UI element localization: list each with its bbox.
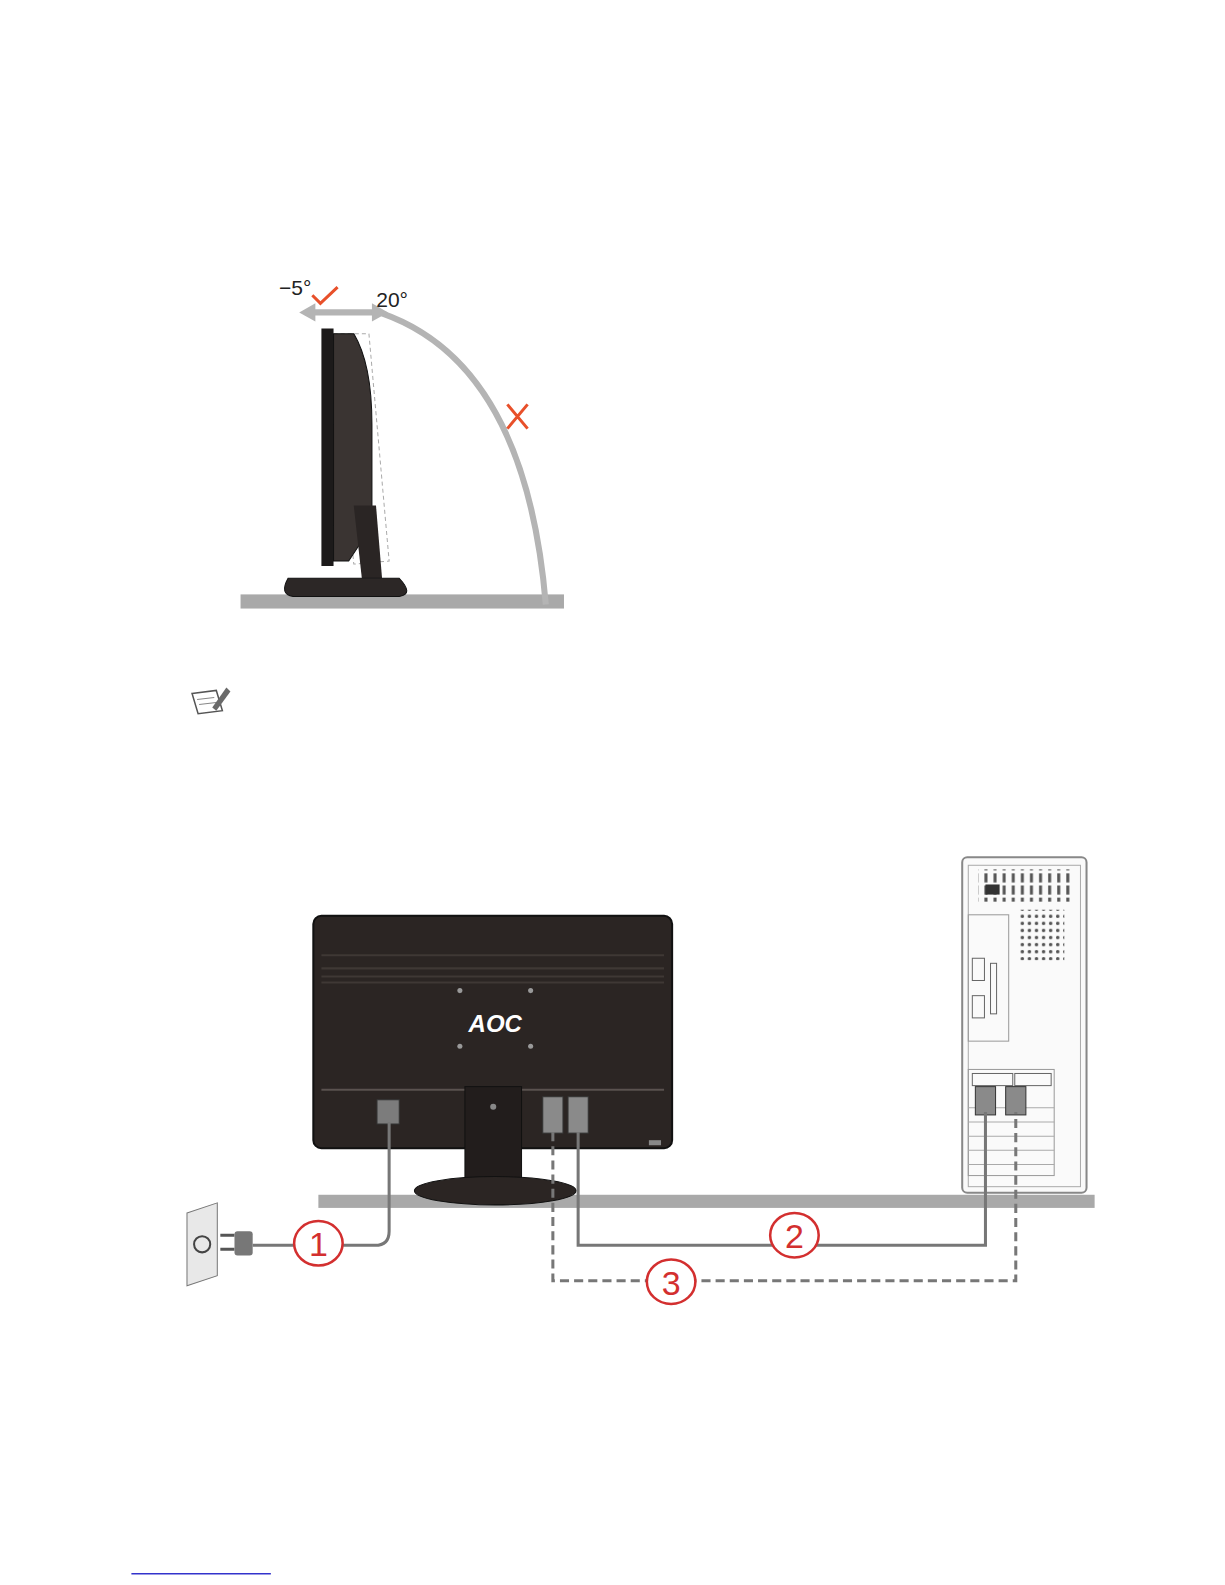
callout-number: 3 bbox=[662, 1266, 681, 1300]
angle-label: 20° bbox=[376, 289, 408, 310]
callout-number: 1 bbox=[309, 1227, 328, 1261]
connection-figure bbox=[187, 857, 1095, 1304]
note-icon bbox=[192, 687, 230, 713]
callout-number: 2 bbox=[785, 1219, 804, 1253]
brand-logo: AOC bbox=[469, 1012, 522, 1036]
tilt-figure bbox=[241, 287, 564, 608]
angle-label: −5° bbox=[279, 277, 311, 298]
link-underline bbox=[131, 1573, 270, 1575]
